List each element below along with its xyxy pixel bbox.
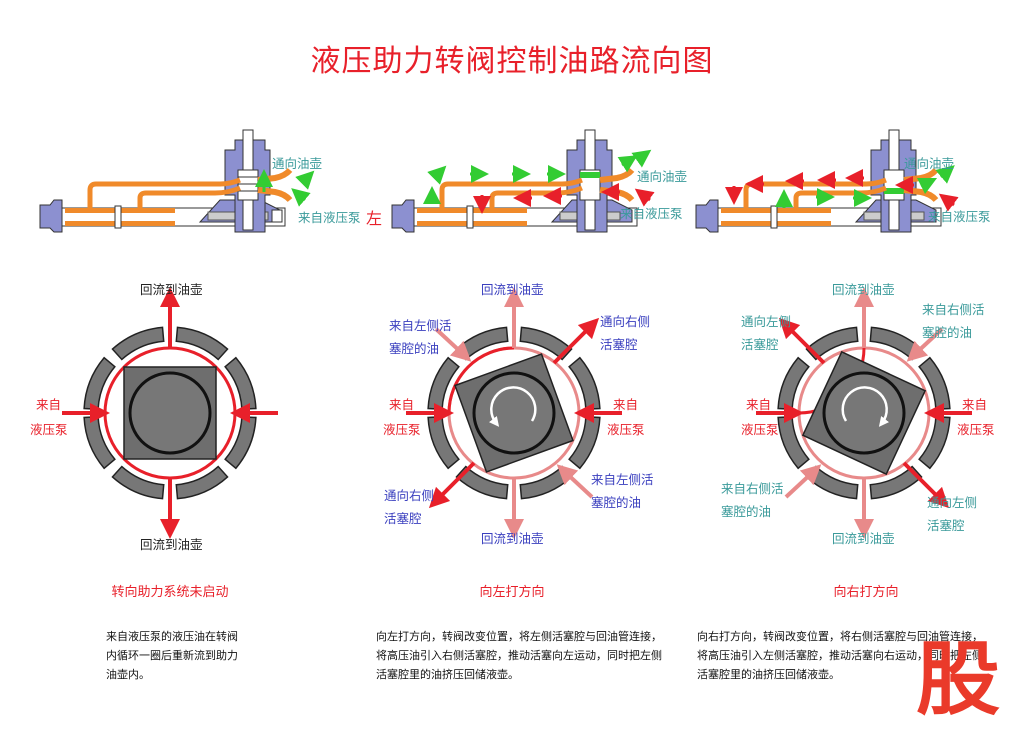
- valve3-label-right-1: 来自: [962, 397, 988, 412]
- caption-right: 向右打方向: [833, 585, 899, 600]
- description-line: 来自液压泵的液压油在转阀: [106, 630, 238, 643]
- rotary-valve-left: [406, 287, 622, 539]
- description-line: 油壶内。: [106, 668, 150, 681]
- outlet-arrow-top-right: [552, 317, 600, 365]
- valve-housing-segment: [777, 415, 810, 470]
- inlet-arrow-bottom-left: [784, 464, 822, 499]
- valve-housing-segment: [455, 465, 509, 500]
- valve-housing-segment: [568, 415, 601, 470]
- caption-neutral: 转向助力系统未启动: [111, 585, 229, 600]
- valve-housing-segment: [175, 326, 229, 361]
- valve-spool-circle: [472, 371, 556, 455]
- description-left: 向左打方向，转阀改变位置，将左侧活塞腔与回油管连接， 将高压油引入右侧活塞腔，推…: [376, 627, 662, 684]
- valve-housing-segment: [777, 356, 810, 411]
- valve3-label-top-left-1: 通向左侧: [741, 314, 792, 329]
- inlet-arrow-top-left: [434, 327, 472, 362]
- description-right: 向右打方向，转阀改变位置，将右侧活塞腔与回油管连接， 将高压油引入左侧活塞腔，推…: [697, 627, 983, 684]
- valve2-label-left-2: 液压泵: [383, 422, 421, 437]
- steering-gear-3: [695, 129, 959, 233]
- valve2-label-top: 回流到油壶: [481, 282, 544, 297]
- valve2-label-bottom-left-1: 通向右侧: [384, 488, 435, 503]
- valve-housing-segment: [519, 326, 573, 361]
- valve3-label-left-2: 液压泵: [741, 422, 779, 437]
- mech2-side-label: 左: [366, 209, 383, 228]
- valve-housing-segment: [918, 356, 951, 411]
- valve-housing-segment: [427, 415, 460, 470]
- valve3-label-top: 回流到油壶: [832, 282, 895, 297]
- valve-housing-segment: [111, 465, 165, 500]
- valve-housing-segment: [111, 326, 165, 361]
- valve1-label-left-1: 来自: [36, 397, 62, 412]
- valve-housing-segment: [175, 465, 229, 500]
- description-neutral: 来自液压泵的液压油在转阀 内循环一圈后重新流到助力 油壶内。: [106, 627, 238, 684]
- rotary-valve-diagrams: [62, 287, 972, 539]
- valve-housing-segment: [427, 356, 460, 411]
- valve3-label-bottom-left-2: 塞腔的油: [721, 504, 772, 519]
- valve3-label-top-right-1: 来自右侧活: [922, 302, 985, 317]
- valve3-label-bottom-right-1: 通向左侧: [927, 495, 978, 510]
- valve-spool-circle: [822, 371, 906, 455]
- valve2-label-top-right-2: 活塞腔: [600, 337, 638, 352]
- mech1-label-to-reservoir: 通向油壶: [272, 156, 323, 171]
- valve2-label-top-left-1: 来自左侧活: [389, 318, 452, 333]
- valve3-label-left-1: 来自: [746, 397, 772, 412]
- valve-housing-segment: [869, 465, 923, 500]
- mechanism-neutral: [39, 129, 959, 233]
- mech2-label-from-pump: 来自液压泵: [620, 206, 683, 221]
- description-line: 向右打方向，转阀改变位置，将右侧活塞腔与回油管连接，: [697, 630, 983, 643]
- rotary-valve-neutral: [62, 287, 278, 539]
- caption-left: 向左打方向: [479, 585, 545, 600]
- rotation-direction-icon: [488, 386, 537, 427]
- valve2-label-bottom-right-1: 来自左侧活: [591, 472, 654, 487]
- valve3-label-top-right-2: 塞腔的油: [922, 325, 973, 340]
- description-line: 将高压油引入右侧活塞腔，推动活塞向左运动，同时把左侧: [376, 649, 662, 662]
- valve-housing-segment: [224, 415, 257, 470]
- valve-housing-segment: [568, 356, 601, 411]
- steering-gear-1: [39, 129, 315, 233]
- mech3-label-to-reservoir: 通向油壶: [904, 156, 955, 171]
- valve-spool-circle: [128, 371, 212, 455]
- valve2-label-bottom-right-2: 塞腔的油: [591, 495, 642, 510]
- outlet-arrow-top-left: [778, 317, 826, 365]
- description-line: 活塞腔里的油挤压回储液壶。: [697, 668, 840, 681]
- inlet-arrow-top-right: [906, 327, 944, 362]
- outlet-arrow-bottom-right: [902, 461, 950, 509]
- valve1-label-left-2: 液压泵: [30, 422, 68, 437]
- valve3-label-bottom: 回流到油壶: [832, 531, 895, 546]
- valve2-label-left-1: 来自: [389, 397, 415, 412]
- valve2-label-bottom-left-2: 活塞腔: [384, 511, 422, 526]
- valve2-label-right-1: 来自: [613, 397, 639, 412]
- valve2-label-top-right-1: 通向右侧: [600, 314, 651, 329]
- valve3-label-top-left-2: 活塞腔: [741, 337, 779, 352]
- valve1-label-top: 回流到油壶: [140, 282, 203, 297]
- valve3-label-bottom-left-1: 来自右侧活: [721, 481, 784, 496]
- steering-gear-2: [391, 129, 655, 233]
- mech3-label-from-pump: 来自液压泵: [928, 209, 991, 224]
- description-line: 将高压油引入左侧活塞腔，推动活塞向右运动，同时把左侧: [697, 649, 983, 662]
- mech2-label-to-reservoir: 通向油壶: [637, 169, 688, 184]
- valve1-label-bottom: 回流到油壶: [140, 537, 203, 552]
- watermark-logo: 股: [916, 633, 1000, 726]
- description-line: 向左打方向，转阀改变位置，将左侧活塞腔与回油管连接，: [376, 630, 662, 643]
- rotary-valve-right: [756, 287, 972, 539]
- valve2-label-top-left-2: 塞腔的油: [389, 341, 440, 356]
- diagram-title: 液压助力转阀控制油路流向图: [310, 44, 714, 79]
- outlet-arrow-bottom-left: [428, 461, 476, 509]
- valve2-label-right-2: 液压泵: [607, 422, 645, 437]
- valve-housing-segment: [224, 356, 257, 411]
- description-line: 活塞腔里的油挤压回储液壶。: [376, 668, 519, 681]
- rotation-direction-icon: [841, 386, 890, 427]
- valve2-label-bottom: 回流到油壶: [481, 531, 544, 546]
- valve-housing-segment: [918, 415, 951, 470]
- valve-housing-segment: [805, 326, 859, 361]
- inlet-arrow-bottom-right: [556, 464, 594, 499]
- description-line: 内循环一圈后重新流到助力: [106, 649, 238, 662]
- valve3-label-bottom-right-2: 活塞腔: [927, 518, 965, 533]
- valve-housing-segment: [83, 356, 116, 411]
- pressure-ring-arc: [447, 346, 515, 414]
- valve-housing-segment: [83, 415, 116, 470]
- valve3-label-right-2: 液压泵: [957, 422, 995, 437]
- mech1-label-from-pump: 来自液压泵: [298, 210, 361, 225]
